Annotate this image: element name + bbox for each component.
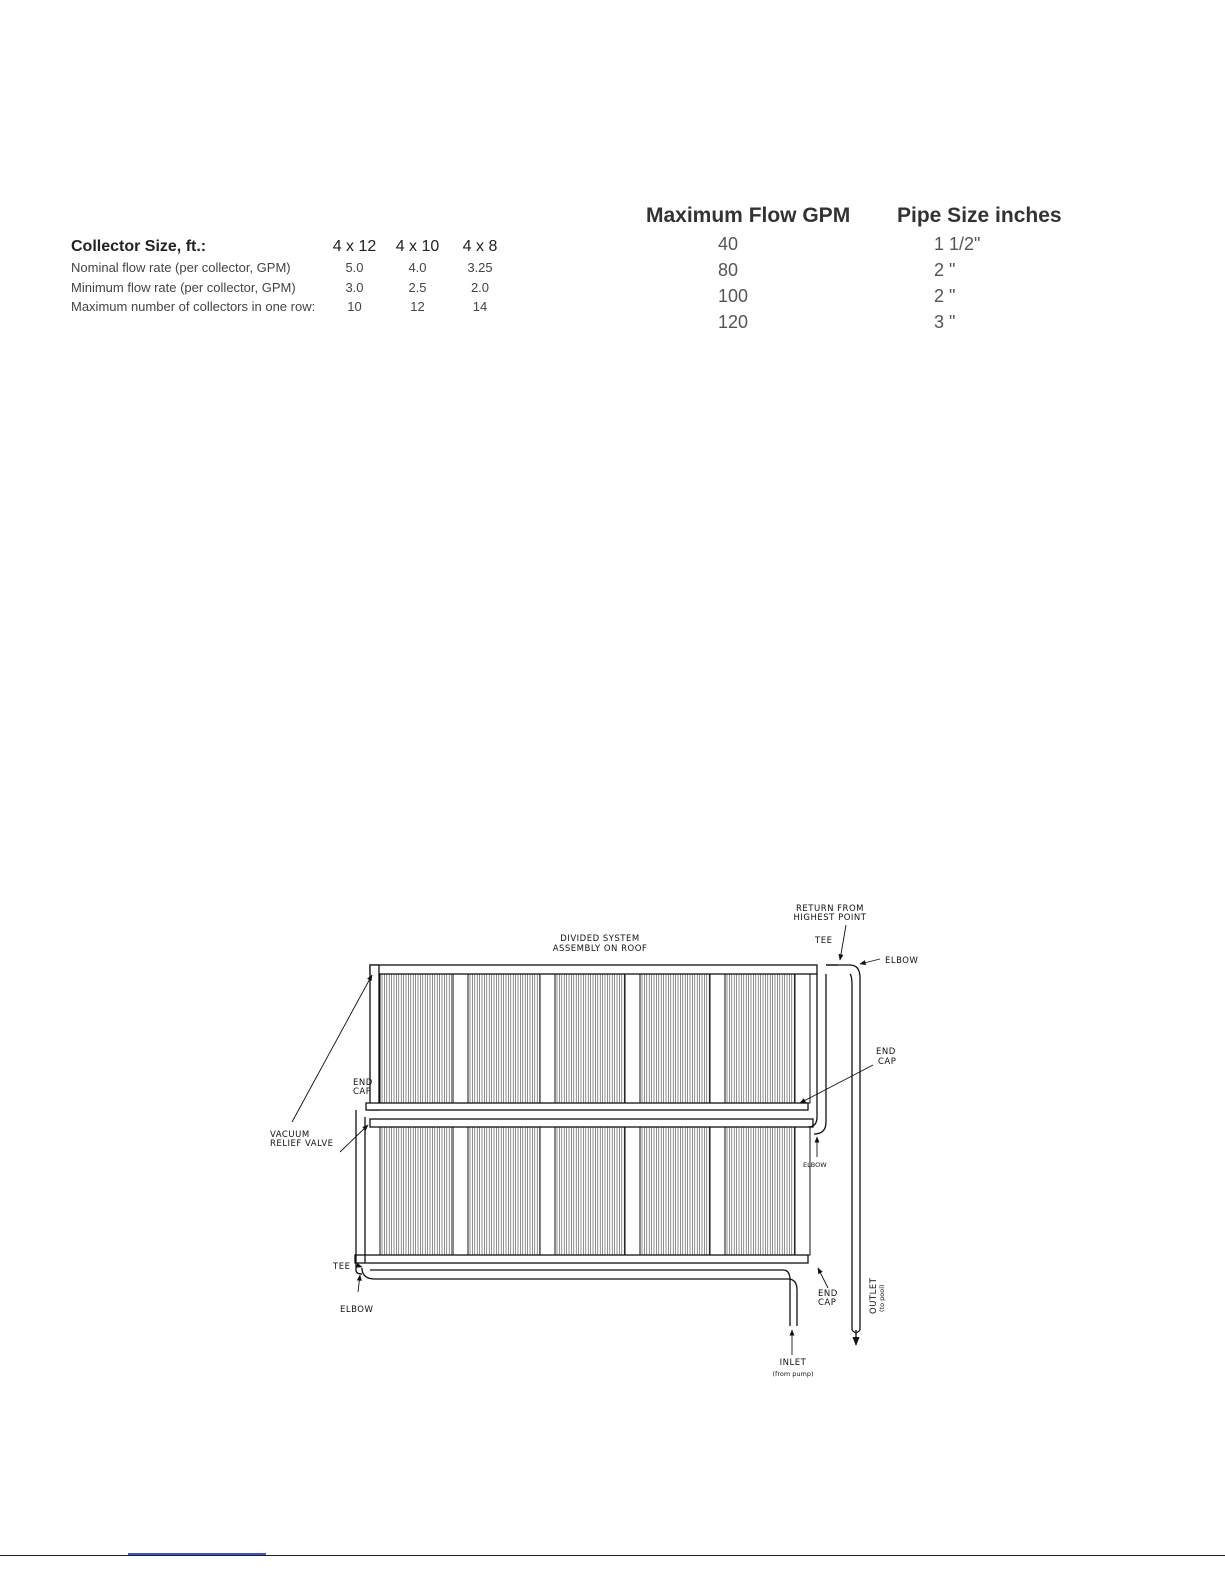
panel-connector [539,973,556,1104]
panel-connector [709,1126,726,1256]
endcap-left-label-2: CAP [353,1087,371,1097]
diagram-title-line2: ASSEMBLY ON ROOF [553,944,648,954]
solar-collector-panel [467,1126,545,1256]
solar-collector-panel [379,973,457,1104]
pipe-size-value: 3 " [934,312,956,332]
solar-collector-panel [724,973,802,1104]
panel-connector [452,1126,469,1256]
collector-table-header: Collector Size, ft.: 4 x 12 4 x 10 4 x 8 [71,236,511,258]
endcap-right-label-1: END [876,1047,896,1057]
table-row: Nominal flow rate (per collector, GPM) 5… [71,258,511,278]
outlet-sub-label: (to pool) [878,1284,886,1312]
solar-collector-piping-diagram: DIVIDED SYSTEM ASSEMBLY ON ROOF RETURN F… [270,904,918,1378]
tee-bottom-label: TEE [332,1262,350,1272]
solar-collector-panel [724,1126,802,1256]
panel-connector [452,973,469,1104]
row-label: Maximum number of collectors in one row: [71,299,316,315]
upper-collector-bank [379,973,811,1104]
table-cell: 12 [410,299,425,315]
pipe-size-header: Pipe Size inches [897,204,1062,227]
return-label-line2: HIGHEST POINT [794,913,867,923]
diagram-labels: DIVIDED SYSTEM ASSEMBLY ON ROOF RETURN F… [270,904,918,1378]
leader-lines [291,924,881,1355]
panel-connector [624,1126,641,1256]
table-row: Maximum number of collectors in one row:… [71,297,511,317]
table-cell: 4.0 [408,260,427,276]
solar-collector-panel [639,973,717,1104]
pipe-size-value: 1 1/2" [934,234,981,254]
elbow-bottom-label: ELBOW [340,1305,373,1315]
flow-value: 120 [718,312,749,332]
inlet-sub-label: (from pump) [773,1370,814,1378]
bottom-link-line [128,1553,266,1555]
row-label: Nominal flow rate (per collector, GPM) [71,260,291,276]
table-row: Minimum flow rate (per collector, GPM) 3… [71,278,511,298]
collector-size-table: Collector Size, ft.: 4 x 12 4 x 10 4 x 8… [71,236,511,317]
flow-value: 100 [718,286,749,306]
table-cell: 3.0 [345,279,364,295]
pipe-size-value: 2 " [934,286,956,306]
panel-connector [624,973,641,1104]
inlet-label: INLET [780,1358,807,1368]
table-cell: 14 [472,299,488,315]
flow-value: 40 [718,234,739,254]
vacuum-label-2: RELIEF VALVE [270,1139,334,1149]
page-bottom-rule [0,1555,1225,1556]
flow-value: 80 [718,260,739,280]
max-flow-header: Maximum Flow GPM [646,204,851,227]
size-4x12-header: 4 x 12 [332,238,377,255]
solar-collector-panel [554,973,632,1104]
solar-collector-panel [639,1126,717,1256]
table-cell: 5.0 [345,260,364,276]
solar-collector-panel [467,973,545,1104]
endcap-bottom-label-2: CAP [818,1298,836,1308]
solar-collector-panel [379,1126,457,1256]
piping-lines [354,965,861,1346]
endcap-right-label-2: CAP [878,1057,896,1067]
vacuum-label-1: VACUUM [270,1130,310,1140]
return-label-line1: RETURN FROM [796,904,864,914]
size-4x10-header: 4 x 10 [395,238,440,255]
tee-top-label: TEE [814,936,832,946]
panel-connector [709,973,726,1104]
endcap-bottom-label-1: END [818,1289,838,1299]
solar-collector-panel [554,1126,632,1256]
diagram-title-line1: DIVIDED SYSTEM [560,934,639,944]
size-4x8-header: 4 x 8 [462,238,498,255]
pipe-size-value: 2 " [934,260,956,280]
lower-collector-bank [379,1126,811,1256]
outlet-label: OUTLET [869,1277,879,1314]
elbow-top-label: ELBOW [885,956,918,966]
panel-connector [794,1126,811,1256]
panel-connector [539,1126,556,1256]
panel-connector [794,973,811,1104]
table-cell: 10 [347,299,362,315]
table-cell: 2.5 [408,279,427,295]
collector-size-label: Collector Size, ft.: [71,238,207,255]
table-cell: 2.0 [470,279,490,295]
table-cell: 3.25 [467,260,493,276]
endcap-left-label-1: END [353,1078,373,1088]
elbow-mid-label: ELBOW [803,1161,827,1169]
row-label: Minimum flow rate (per collector, GPM) [71,279,296,295]
